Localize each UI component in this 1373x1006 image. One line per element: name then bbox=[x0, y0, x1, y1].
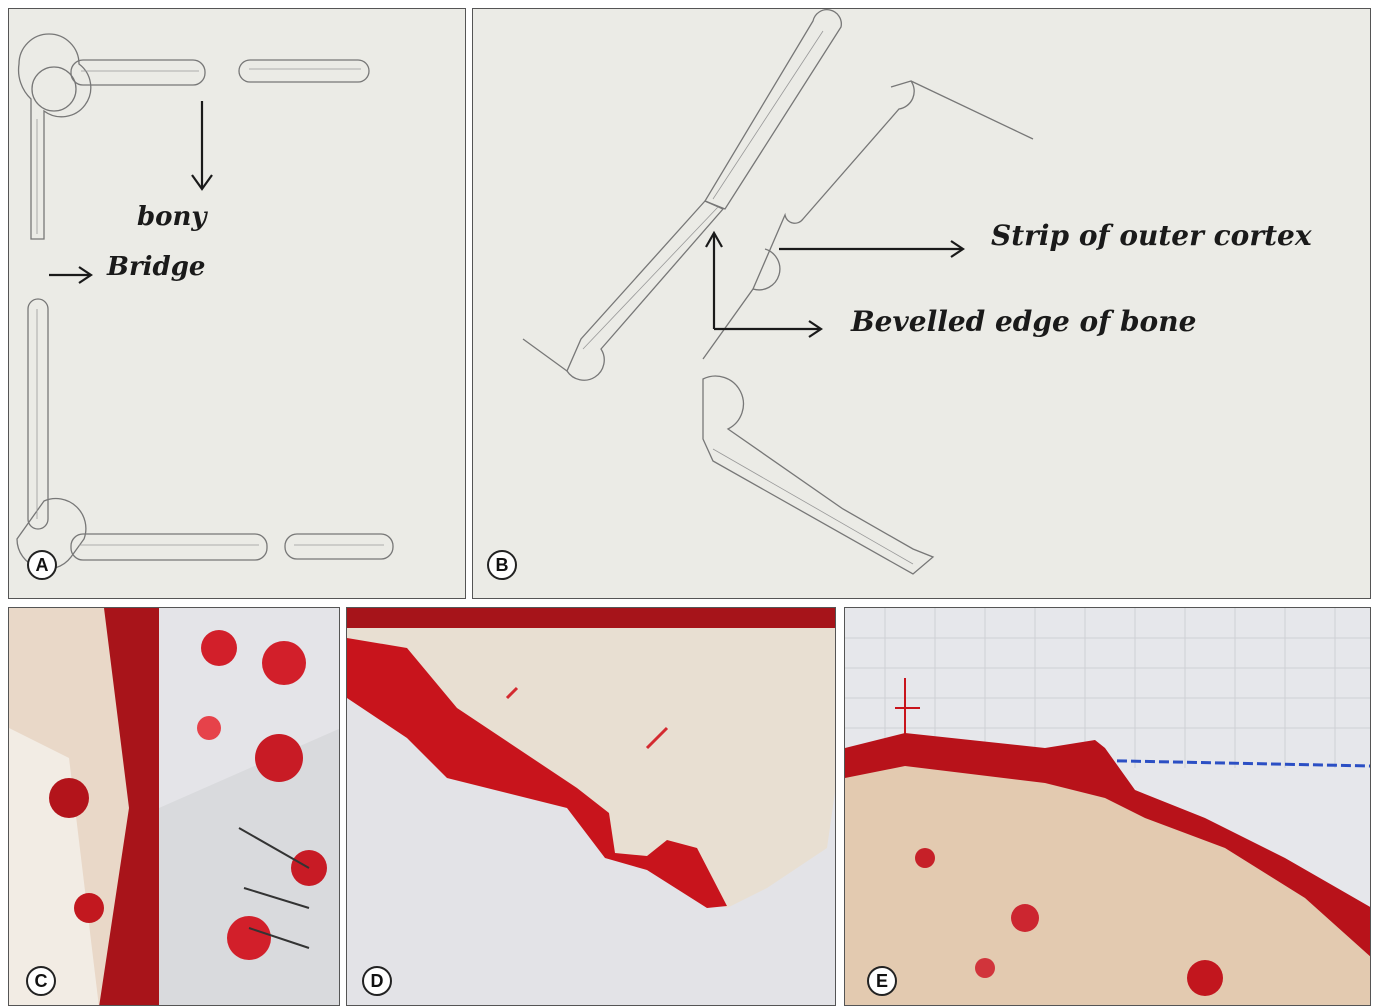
arrow-up-icon bbox=[706, 233, 722, 329]
label-bevelled-edge-of-bone: Bevelled edge of bone bbox=[851, 305, 1196, 338]
arrow-right-icon bbox=[49, 267, 91, 283]
lower-bone-strip bbox=[703, 376, 933, 574]
photo-bone-flap-bevelled-edge bbox=[347, 608, 836, 1006]
panel-d: D bbox=[346, 607, 836, 1006]
panel-label-c: C bbox=[26, 966, 56, 996]
upper-bone-strip-lower bbox=[567, 201, 723, 380]
photo-intraoperative-craniotomy bbox=[9, 608, 340, 1006]
panel-b: Strip of outer cortex Bevelled edge of b… bbox=[472, 8, 1371, 599]
panel-a: bony Bridge A bbox=[8, 8, 466, 599]
panel-e: E bbox=[844, 607, 1371, 1006]
panel-label-d: D bbox=[362, 966, 392, 996]
left-cut-lower bbox=[28, 299, 48, 529]
top-cut-right bbox=[239, 60, 369, 82]
panel-label-a: A bbox=[27, 550, 57, 580]
label-strip-of-outer-cortex: Strip of outer cortex bbox=[991, 219, 1312, 252]
label-bridge: Bridge bbox=[107, 252, 205, 282]
label-bony: bony bbox=[137, 202, 207, 232]
top-cut-left bbox=[71, 60, 205, 85]
burr-hole-top-left bbox=[19, 34, 91, 239]
bottom-cut-right bbox=[285, 534, 393, 559]
bottom-cut-left bbox=[71, 534, 267, 560]
sketch-burr-hole-craniotomy bbox=[9, 9, 466, 599]
photo-bone-flap-outer-cortex-strip bbox=[845, 608, 1371, 1006]
panel-label-e: E bbox=[867, 966, 897, 996]
arrow-down-icon bbox=[192, 101, 212, 189]
sketch-bevelled-bone-edge bbox=[473, 9, 1371, 599]
upper-bone-strip bbox=[705, 10, 841, 209]
panel-c: C bbox=[8, 607, 340, 1006]
panel-label-b: B bbox=[487, 550, 517, 580]
burr-hole-circle bbox=[32, 67, 76, 111]
arrow-right-icon bbox=[779, 241, 963, 257]
arrow-right-icon bbox=[714, 321, 821, 337]
